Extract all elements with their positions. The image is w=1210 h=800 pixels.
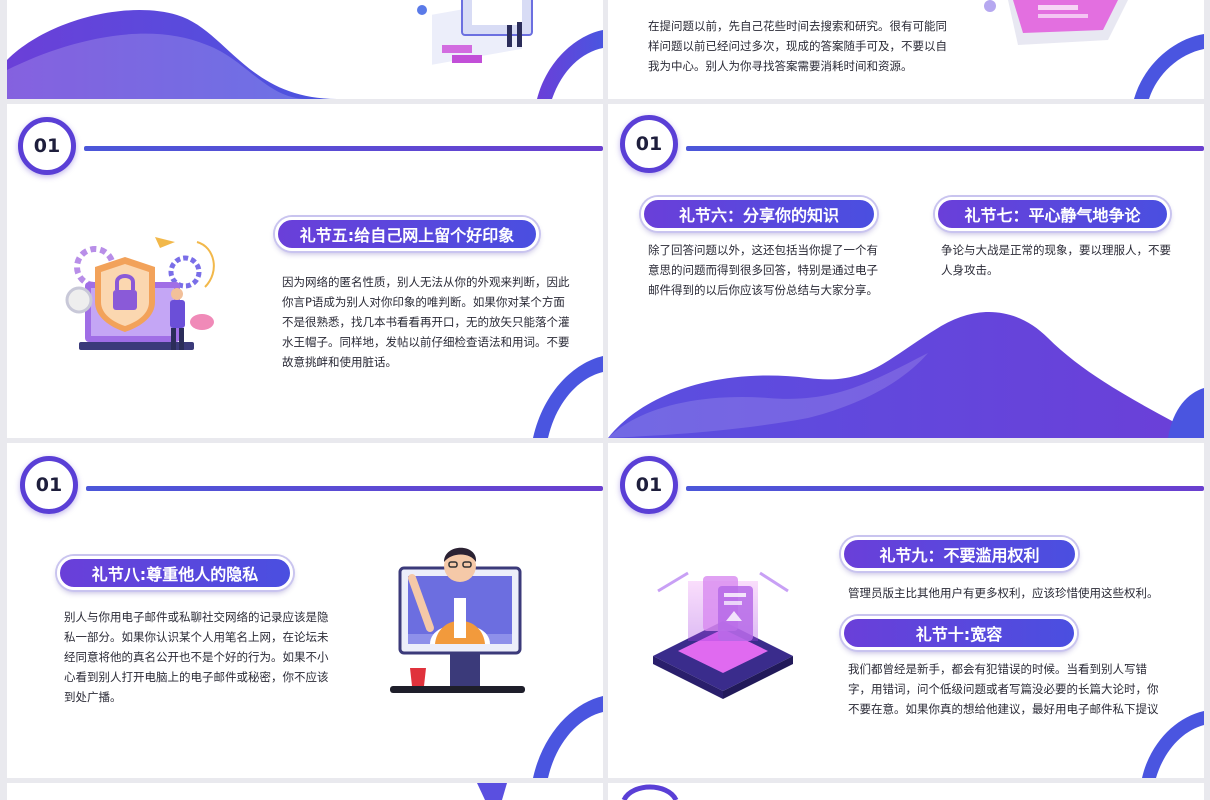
isometric-document-illustration [653, 571, 793, 699]
slide-etiquette-six-seven: 01 礼节六：分享你的知识 除了回答问题以外，这还包括当你提了一个有意思的问题而… [608, 104, 1204, 438]
slide-top-left [7, 0, 603, 99]
decorative-corner-arc [533, 356, 603, 438]
decorative-corner-arc [1134, 34, 1204, 99]
slide-etiquette-nine-ten: 01 礼节九：不要滥用权利 管理员版主比其他用户有更多权利，应该珍惜使用这些权利… [608, 443, 1204, 778]
etiquette-eight-title: 礼节八:尊重他人的隐私 [57, 556, 293, 590]
presenter-monitor-illustration [390, 547, 525, 693]
etiquette-ten-text: 我们都曾经是新手，都会有犯错误的时候。当看到别人写错字，用错词，问个低级问题或者… [848, 662, 1159, 716]
laptop-people-illustration [417, 0, 533, 65]
slide-bottom-left-partial [7, 783, 603, 800]
slide-number-badge: 01 [18, 117, 76, 175]
header-divider [84, 146, 603, 151]
decorative-corner-arc [1142, 711, 1204, 778]
etiquette-eight-text: 别人与你用电子邮件或私聊社交网络的记录应该是隐私一部分。如果你认识某个人用笔名上… [64, 610, 329, 704]
slide-number-badge: 01 [20, 456, 78, 514]
header-divider [686, 486, 1204, 491]
slide-etiquette-five: 01 礼节五:给自己网上留个好印象 因为网络的匿名性质，别人无法从你的外观来判断… [7, 104, 603, 438]
etiquette-six-text: 除了回答问题以外，这还包括当你提了一个有意思的问题而得到很多回答，特别是通过电子… [648, 243, 878, 297]
etiquette-nine-text: 管理员版主比其他用户有更多权利，应该珍惜使用这些权利。 [848, 586, 1159, 600]
decorative-wave [608, 311, 1204, 438]
security-lock-illustration [65, 237, 215, 350]
header-divider [686, 146, 1204, 151]
etiquette-ten-title: 礼节十:宽容 [841, 616, 1077, 650]
etiquette-five-text: 因为网络的匿名性质，别人无法从你的外观来判断，因此你言P语成为别人对你印象的唯判… [282, 275, 570, 369]
decorative-wave [477, 783, 507, 800]
etiquette-nine-title: 礼节九：不要滥用权利 [841, 537, 1078, 571]
decorative-corner-arc [533, 696, 603, 778]
etiquette-seven-title: 礼节七：平心静气地争论 [935, 197, 1170, 231]
slide-number-badge: 01 [620, 115, 678, 173]
etiquette-five-title: 礼节五:给自己网上留个好印象 [275, 217, 539, 251]
etiquette-four-text: 在提问题以前，先自己花些时间去搜索和研究。很有可能同样问题以前已经问过多次，现成… [648, 19, 947, 73]
slide-top-right: 在提问题以前，先自己花些时间去搜索和研究。很有可能同样问题以前已经问过多次，现成… [608, 0, 1204, 99]
slide-etiquette-eight: 01 礼节八:尊重他人的隐私 别人与你用电子邮件或私聊社交网络的记录应该是隐私一… [7, 443, 603, 778]
slide-number-badge-partial [621, 784, 679, 800]
etiquette-seven-text: 争论与大战是正常的现象，要以理服人，不要人身攻击。 [941, 243, 1171, 277]
tablet-illustration [984, 0, 1128, 45]
etiquette-six-title: 礼节六：分享你的知识 [641, 197, 877, 231]
decorative-wave [7, 10, 603, 99]
slide-number-badge: 01 [620, 456, 678, 514]
slide-bottom-right-partial [608, 783, 1204, 800]
header-divider [86, 486, 603, 491]
